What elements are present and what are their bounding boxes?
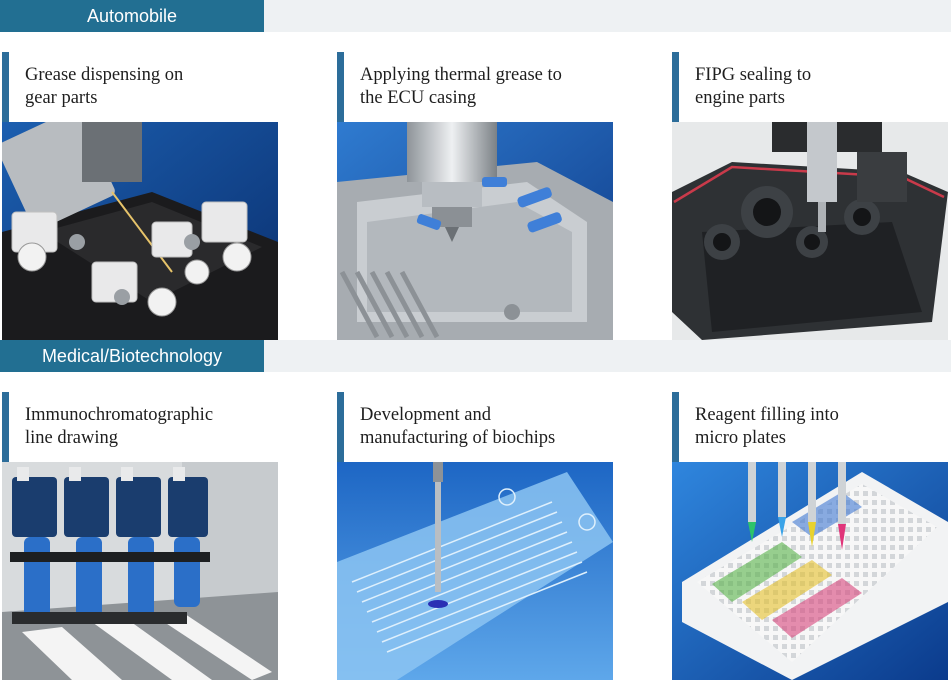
- card-title-bar: Applying thermal grease to the ECU casin…: [337, 52, 613, 122]
- fipg-sealing-engine-parts-photo: [672, 122, 948, 340]
- card-fipg-sealing: FIPG sealing to engine parts: [672, 52, 948, 122]
- card-title-bar: Grease dispensing on gear parts: [2, 52, 278, 122]
- card-title: Grease dispensing on gear parts: [25, 65, 184, 108]
- card-title-bar: Reagent filling into micro plates: [672, 392, 948, 462]
- card-grease-dispensing: Grease dispensing on gear parts: [2, 52, 278, 122]
- card-immunochromatographic: Immunochromatographic line drawing: [2, 392, 278, 462]
- card-title-bar: FIPG sealing to engine parts: [672, 52, 948, 122]
- section-band-automobile: Automobile: [0, 0, 951, 32]
- ecu-casing-thermal-grease-photo: [337, 122, 613, 340]
- immunochromatographic-line-drawing-photo: [2, 462, 278, 680]
- biochip-development-photo: [337, 462, 613, 680]
- section-label: Medical/Biotechnology: [0, 340, 264, 372]
- reagent-filling-micro-plates-photo: [672, 462, 948, 680]
- card-title-bar: Immunochromatographic line drawing: [2, 392, 278, 462]
- card-title: Applying thermal grease to the ECU casin…: [360, 65, 562, 108]
- card-title-bar: Development and manufacturing of biochip…: [337, 392, 613, 462]
- card-biochips: Development and manufacturing of biochip…: [337, 392, 613, 462]
- card-reagent-filling: Reagent filling into micro plates: [672, 392, 948, 462]
- card-title: Immunochromatographic line drawing: [25, 405, 214, 448]
- card-title: FIPG sealing to engine parts: [695, 65, 812, 108]
- grease-dispensing-gear-parts-photo: [2, 122, 278, 340]
- section-band-medical: Medical/Biotechnology: [0, 340, 951, 372]
- section-label: Automobile: [0, 0, 264, 32]
- card-title: Development and manufacturing of biochip…: [360, 405, 556, 448]
- card-ecu-thermal-grease: Applying thermal grease to the ECU casin…: [337, 52, 613, 122]
- card-title: Reagent filling into micro plates: [695, 405, 839, 448]
